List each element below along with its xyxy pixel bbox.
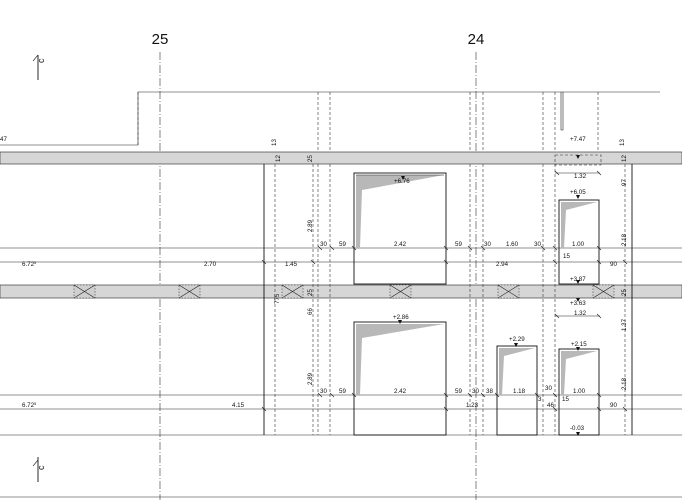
middle-vertical-dim-2: 25 (307, 289, 314, 296)
top-number-right: 13 (619, 139, 626, 146)
top-number-left: 13 (271, 139, 278, 146)
middle-vertical-dim-3: 66 (307, 308, 314, 315)
upper-mid-dim-2: 15 (563, 253, 570, 260)
upper-dim-6: 1.60 (506, 241, 519, 248)
upper-dim-3: 2.42 (394, 241, 407, 248)
middle-right-width: 1.32 (574, 310, 587, 317)
lower-mid-dim-1: 1.23 (466, 402, 479, 409)
section-label-top: c (36, 58, 46, 63)
upper-vertical-dim-2: 97 (621, 179, 628, 186)
upper-dim-4: 59 (455, 241, 462, 248)
mid-level-1: +3.87 (570, 276, 586, 283)
roof-outline (0, 91, 660, 150)
lower-dim-7: 1.18 (513, 388, 526, 395)
upper-left-dim-2: 2.70 (204, 261, 217, 268)
lower-window-main (353, 321, 447, 436)
level-markers (398, 155, 580, 436)
axis-label-right: 24 (468, 31, 485, 48)
upper-vertical-dim-3: 2.18 (621, 233, 628, 246)
lower-dim-1: 30 (320, 388, 327, 395)
upper-dim-2: 59 (339, 241, 346, 248)
upper-window-right (558, 199, 600, 285)
small-dim-2: 25 (307, 155, 314, 162)
middle-vertical-dim-1: 775 (274, 293, 281, 304)
lower-left-dim-1: 6.725 (22, 401, 37, 409)
upper-mid-dim-3: 90 (610, 261, 617, 268)
middle-vertical-dim-5: 1.37 (621, 318, 628, 331)
upper-slab (0, 151, 682, 165)
lower-mid-dim-3: 46 (547, 402, 554, 409)
lower-mid-dim-4: 15 (562, 396, 569, 403)
axis-label-left: 25 (152, 31, 169, 48)
upper-dim-5: 30 (484, 241, 491, 248)
upper-dim-1: 30 (320, 241, 327, 248)
upper-right-width: 1.32 (574, 173, 587, 180)
upper-left-dim-1: 6.725 (22, 260, 37, 268)
lower-vertical-dim-1: 2.89 (307, 372, 314, 385)
mid-level-2: +3.63 (570, 300, 586, 307)
lower-mid-dim-5: 90 (610, 402, 617, 409)
section-label-bottom: c (36, 465, 46, 470)
lower-dim-9: 1.00 (573, 388, 586, 395)
small-dim-3: 12 (621, 155, 628, 162)
lower-dim-2: 59 (339, 388, 346, 395)
upper-right-lintel (554, 154, 602, 166)
small-dim-1: 12 (275, 155, 282, 162)
lower-window-level: +2.86 (393, 314, 409, 321)
bottom-level: -0.03 (570, 425, 585, 432)
wall-lines (263, 164, 633, 435)
lower-dim-5: 30 (472, 388, 479, 395)
lower-door-level: +2.29 (509, 336, 525, 343)
upper-window-right-level: +6.05 (570, 189, 586, 196)
section-marker-bottom: c (32, 457, 46, 482)
lower-dim-6: 38 (486, 388, 493, 395)
upper-dim-7: 30 (534, 241, 541, 248)
upper-window-main (353, 172, 447, 285)
right-top-level: +7.47 (570, 136, 586, 143)
upper-mid-dim-1: 2.94 (496, 261, 509, 268)
lower-vertical-dim-2: 2.18 (621, 377, 628, 390)
lower-left-dim-2: 4.15 (232, 402, 245, 409)
middle-slab (0, 284, 682, 299)
lower-window-right-level: +2.15 (571, 341, 587, 348)
lower-dim-4: 59 (455, 388, 462, 395)
beam-openings (73, 284, 615, 299)
lower-dim-3: 2.42 (394, 388, 407, 395)
upper-dim-8: 1.00 (572, 241, 585, 248)
section-marker-top: c (32, 54, 46, 80)
left-level-partial: 47 (0, 136, 7, 143)
lower-mid-dim-2: 3 (538, 396, 542, 403)
upper-left-dim-3: 1.45 (285, 261, 298, 268)
upper-window-level: +6.76 (394, 178, 410, 185)
lower-door (496, 345, 538, 436)
upper-vertical-dim-1: 2.89 (307, 219, 314, 232)
lower-dim-8: 30 (545, 385, 552, 392)
dimension-ticks (261, 170, 628, 412)
middle-vertical-dim-4: 25 (621, 289, 628, 296)
